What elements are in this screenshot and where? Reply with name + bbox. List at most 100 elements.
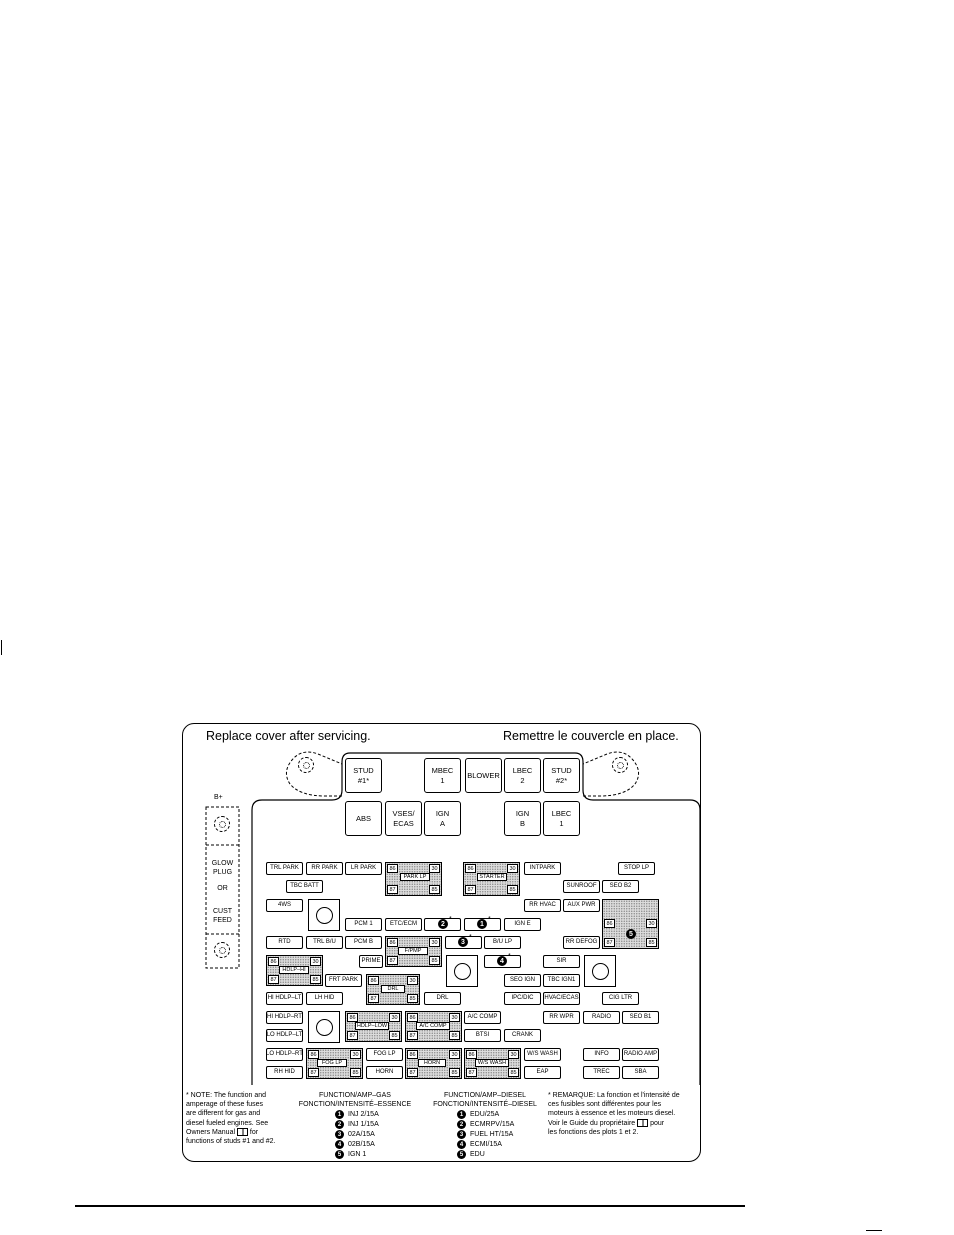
header-left: Replace cover after servicing. — [206, 729, 371, 743]
page-rule — [75, 1205, 745, 1207]
fuse-stop-lp: STOP LP — [618, 862, 655, 875]
relay-drl: 86 30 DRL 87 85 — [366, 974, 420, 1005]
fuse-crank: CRANK — [504, 1029, 541, 1042]
relay-fpmp: 86 30 F/PMP 87 85 — [385, 936, 442, 967]
fuse-rr-defog: RR DEFOG — [563, 936, 600, 949]
fuse-trec: TREC — [583, 1066, 620, 1079]
fuse-ign-b: IGN B — [504, 801, 541, 836]
fuse-rr-park: RR PARK — [306, 862, 343, 875]
fuse-etc-ecm: ETC/ECM — [385, 918, 422, 931]
fuse-rh-hid: RH HID — [266, 1066, 303, 1079]
fuse-seo-ign: SEO IGN — [504, 974, 541, 987]
fuse-hvac-ecas: HVAC/ECAS — [543, 992, 580, 1005]
fuse-cig-ltr: CIG LTR — [602, 992, 639, 1005]
fuse-4ws: 4WS — [266, 899, 303, 912]
fuse-radio-amp: RADIO AMP — [622, 1048, 659, 1061]
asterisk: * — [488, 916, 491, 923]
relay-ac-comp: 86 30 A/C COMP 87 85 — [405, 1011, 462, 1042]
fuse-blower: BLOWER — [465, 758, 502, 793]
fuse-tbc-batt: TBC BATT — [286, 880, 323, 893]
relay-hdlp-hi: 86 30 HDLP–HI 87 85 — [266, 955, 323, 986]
mount-hole-right — [612, 757, 628, 773]
fuse-fog-lp: FOG LP — [366, 1048, 403, 1061]
fuse-lr-park: LR PARK — [345, 862, 382, 875]
fuse-lo-hdlp-lt: LO HDLP–LT — [266, 1029, 303, 1042]
fuse-pcm-b: PCM B — [345, 936, 382, 949]
fuse-lo-hdlp-rt: LO HDLP–RT — [266, 1048, 303, 1061]
marker-5: 5 — [626, 929, 636, 939]
fuse-rr-wpr: RR WPR — [543, 1011, 580, 1024]
manual-book-icon — [637, 1118, 649, 1127]
fuse-stud-2: STUD #2* — [543, 758, 580, 793]
socket-4 — [308, 1011, 340, 1043]
legend-diesel-title: FUNCTION/AMP–DIESEL FONCTION/INTENSITÉ–D… — [433, 1092, 537, 1109]
relay-horn: 86 30 HORN 87 85 — [405, 1048, 462, 1079]
fuse-hi-hdlp-lt: HI HDLP–LT — [266, 992, 303, 1005]
fuse-seo-b1: SEO B1 — [622, 1011, 659, 1024]
fuse-intpark: INTPARK — [524, 862, 561, 875]
fuse-mbec-1: MBEC 1 — [424, 758, 461, 793]
marker-1: 1 — [477, 919, 487, 929]
relay-hdlp-low: 86 30 HDLP–LOW 87 85 — [345, 1011, 402, 1042]
mount-hole-bplus — [214, 816, 230, 832]
fuse-btsi: BTSI — [464, 1029, 501, 1042]
fuse-ws-wash: W/S WASH — [524, 1048, 561, 1061]
fuse-trl-bu: TRL B/U — [306, 936, 343, 949]
marker-2: 2 — [438, 919, 448, 929]
fuse-lbec-1: LBEC 1 — [543, 801, 580, 836]
fuse-vses-ecas: VSES/ ECAS — [385, 801, 422, 836]
note-english: * NOTE: The function and amperage of the… — [186, 1092, 276, 1146]
fuse-drl: DRL — [424, 992, 461, 1005]
mount-hole-left — [298, 757, 314, 773]
asterisk: * — [449, 916, 452, 923]
fuse-radio: RADIO — [583, 1011, 620, 1024]
fuse-trl-park: TRL PARK — [266, 862, 303, 875]
relay-starter: 86 30 STARTER 87 85 — [463, 862, 520, 896]
fuse-ac-comp: A/C COMP — [464, 1011, 501, 1024]
relay-fog-lp: 86 30 FOG LP 87 85 — [306, 1048, 363, 1079]
fuse-rtd: RTD — [266, 936, 303, 949]
manual-book-icon — [236, 1128, 248, 1137]
relay-5: 86 30 87 85 — [602, 899, 659, 949]
fuse-sba: SBA — [622, 1066, 659, 1079]
fuse-ign-e: IGN E — [504, 918, 541, 931]
fuse-horn: HORN — [366, 1066, 403, 1079]
or-label: OR — [217, 885, 228, 892]
marker-4: 4 — [497, 956, 507, 966]
page-number-mark — [866, 1230, 882, 1231]
fuse-prime: PRIME — [359, 955, 383, 968]
socket-3 — [584, 955, 616, 987]
relay-park-lp: 86 30 PARK LP 87 85 — [385, 862, 442, 896]
fuse-eap: EAP — [524, 1066, 561, 1079]
socket-2 — [446, 955, 478, 987]
marker-3: 3 — [458, 937, 468, 947]
fuse-info: INFO — [583, 1048, 620, 1061]
margin-mark — [1, 640, 2, 655]
bplus-label: B+ — [214, 794, 223, 801]
fuse-pcm-1: PCM 1 — [345, 918, 382, 931]
glow-plug-label: GLOW PLUG — [211, 860, 234, 877]
legend-gas-title: FUNCTION/AMP–GAS FONCTION/INTENSITÉ–ESSE… — [298, 1092, 412, 1109]
fuse-lh-hid: LH HID — [306, 992, 343, 1005]
asterisk: * — [508, 953, 511, 960]
fuse-seo-b2: SEO B2 — [602, 880, 639, 893]
header-right: Remettre le couvercle en place. — [503, 729, 679, 743]
socket-1 — [308, 899, 340, 931]
cust-feed-label: CUST FEED — [212, 908, 233, 925]
note-french: * REMARQUE: La fonction et l'intensité d… — [548, 1092, 680, 1136]
fuse-rr-hvac: RR HVAC — [524, 899, 561, 912]
fuse-ipc-dic: IPC/DIC — [504, 992, 541, 1005]
fuse-sir: SIR — [543, 955, 580, 968]
fuse-hi-hdlp-rt: HI HDLP–RT — [266, 1011, 303, 1024]
asterisk: * — [469, 934, 472, 941]
